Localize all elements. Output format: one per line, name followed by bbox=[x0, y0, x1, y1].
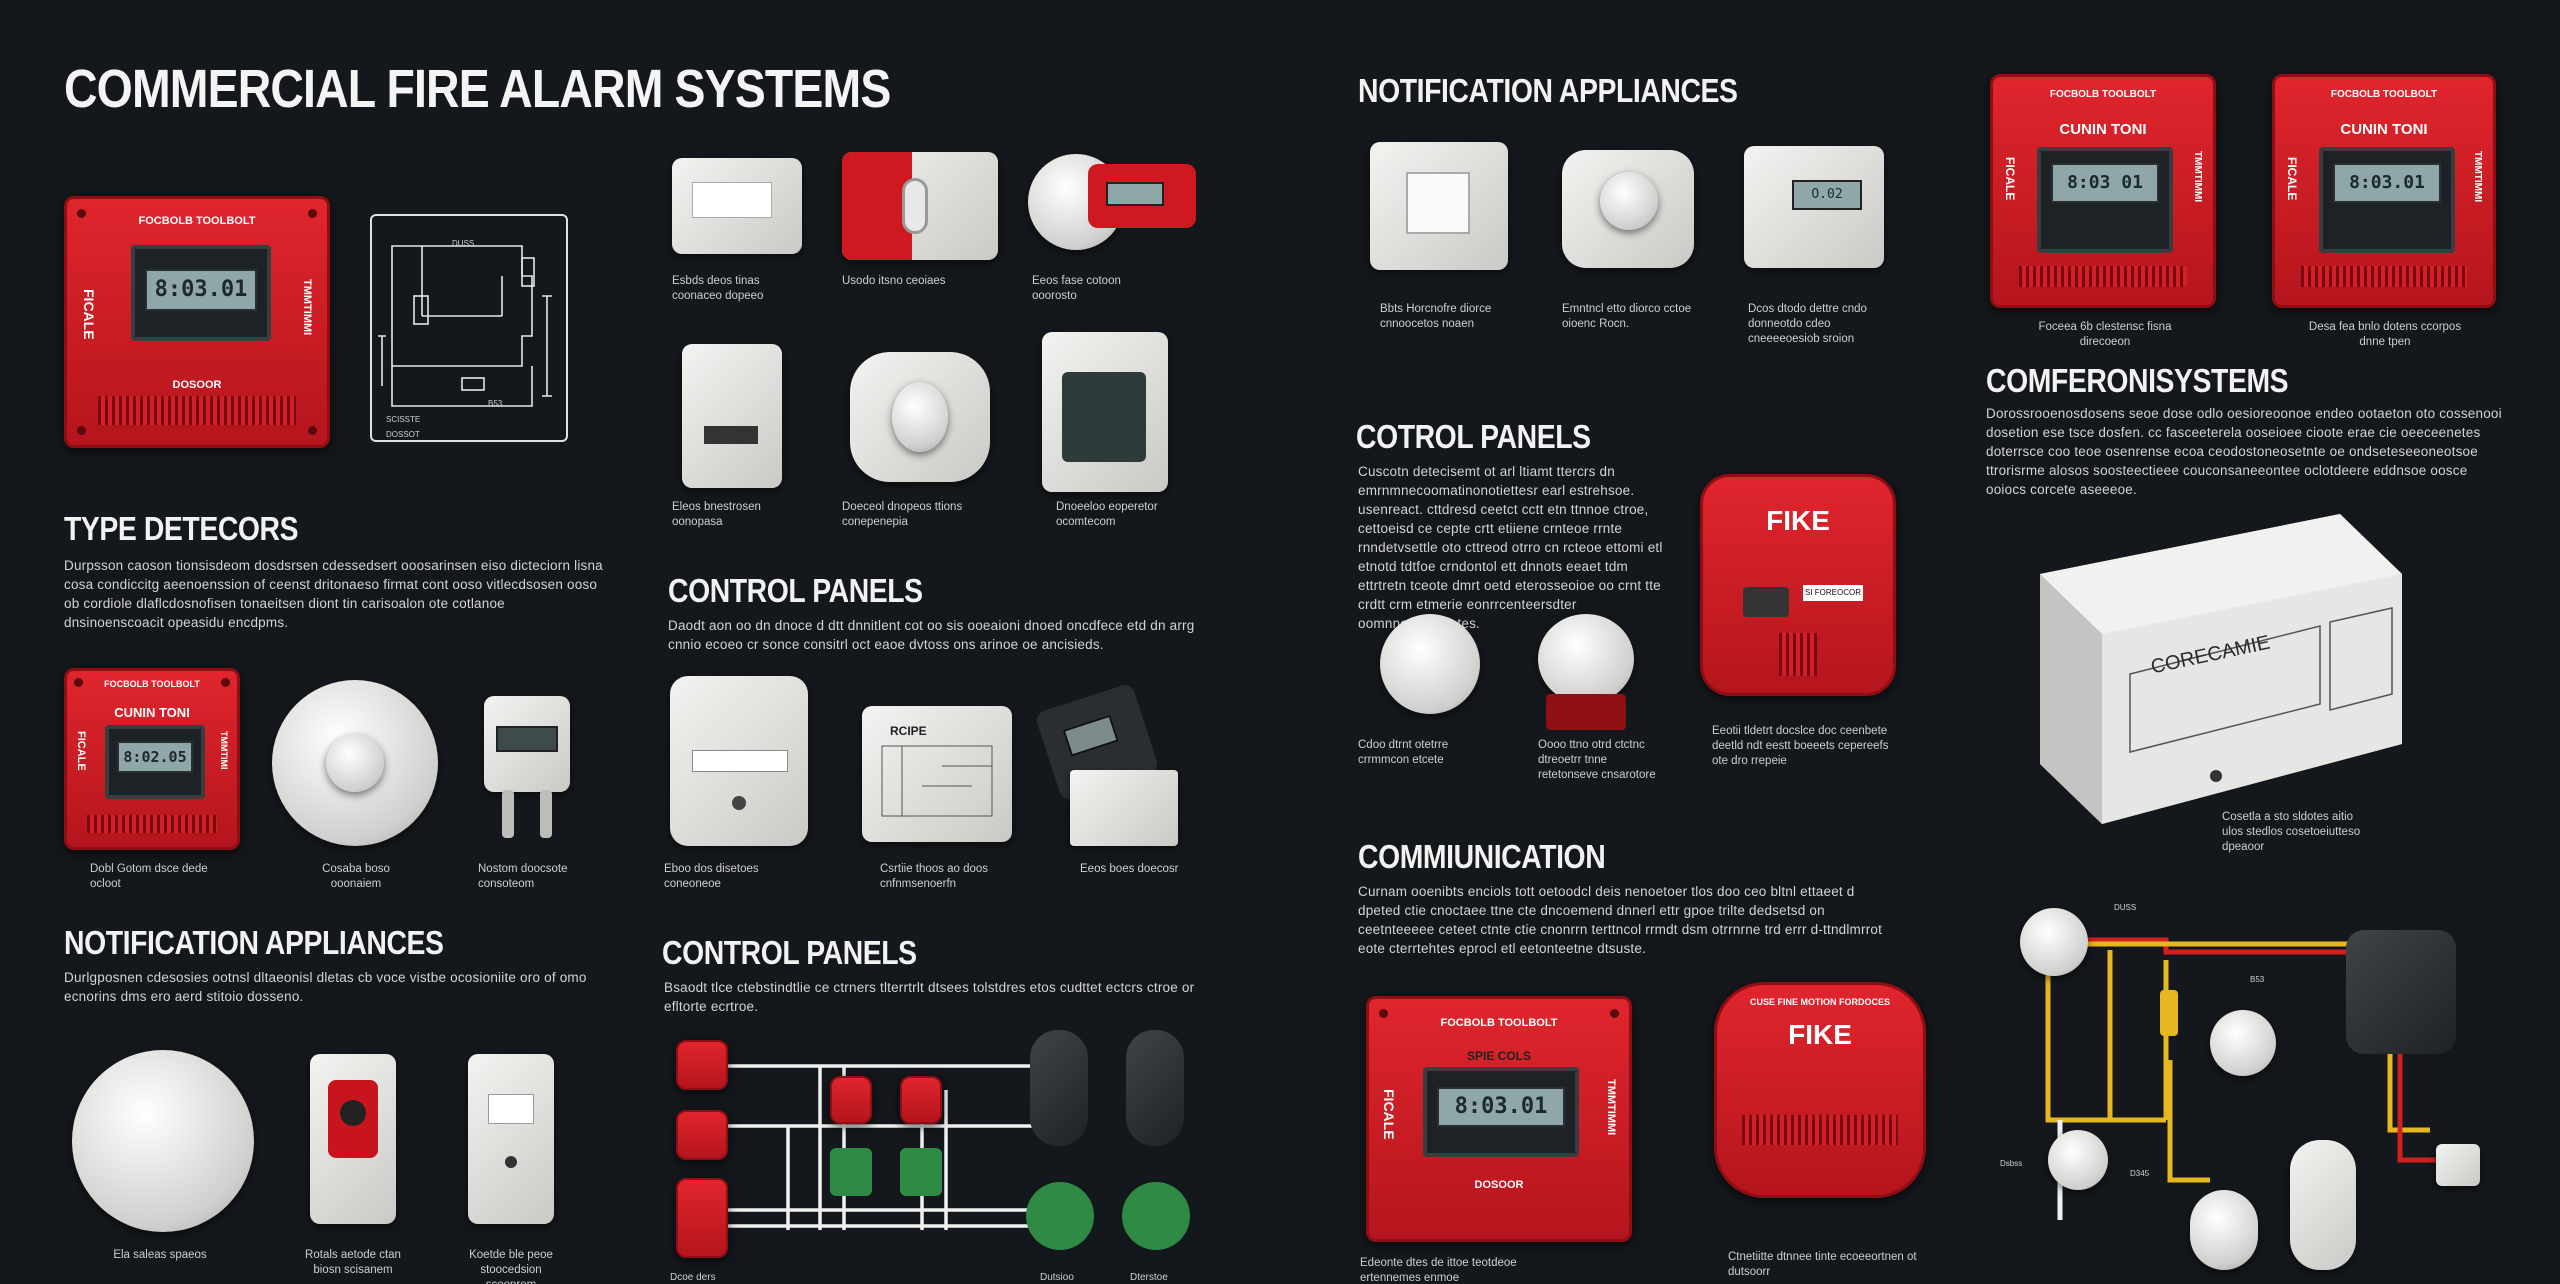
fike-small-label: SI FOREOCOR bbox=[1803, 585, 1863, 601]
relay-module-caption: Eleos bnestrosen oonopasa bbox=[672, 501, 761, 528]
control-panels-text-2: Bsaodt tlce ctebstindtlie ce ctrners tlt… bbox=[664, 980, 1195, 1014]
control-panels-heading-1: CONTROL PANELS bbox=[668, 572, 923, 609]
type-detectors-text: Durpsson caoson tionsisdeom dosdsrsen cd… bbox=[64, 558, 603, 630]
fike-logo: FIKE bbox=[1766, 505, 1830, 536]
round-detector-caption: Cdoo dtrnt otetrre crrmmcon etcete bbox=[1358, 739, 1449, 766]
fike-panel-caption: Eeotii tldetrt docslce doc ceenbete deet… bbox=[1712, 725, 1889, 767]
schematic-label-1: DUSS bbox=[452, 239, 475, 248]
type-detectors-heading: TYPE DETECORS bbox=[64, 510, 299, 547]
speaker-strobe bbox=[1562, 150, 1694, 268]
control-panels-heading-2: CONTROL PANELS bbox=[662, 934, 917, 971]
speaker-strobe-caption: Emntncl etto diorco cctoe oioenc Rocn. bbox=[1562, 303, 1692, 330]
display-module-lcd: O.02 bbox=[1792, 180, 1862, 210]
communication-panel-caption: Edeonte dtes de ittoe teotdeoe ertenneme… bbox=[1360, 1257, 1517, 1284]
detector-head-caption: Eeos fase cotoon ooorosto bbox=[1032, 275, 1121, 302]
communication-panel: FOCBOLB TOOLBOLT SPIE COLS 8:03.01 FICAL… bbox=[1366, 996, 1632, 1242]
horn-device bbox=[468, 1054, 554, 1224]
display-module-caption: Dcos dtodo dettre cndo donneotdo cdeo cn… bbox=[1748, 303, 1867, 345]
fike-bottom-logo: FIKE bbox=[1788, 1019, 1852, 1050]
smoke-detector bbox=[272, 680, 438, 846]
fike-bottom-caption: Ctnetiitte dtnnee tinte ecoeeortnen ot d… bbox=[1728, 1251, 1917, 1278]
red-horn bbox=[842, 152, 998, 260]
fike-panel-top: FIKE SI FOREOCOR bbox=[1700, 474, 1896, 696]
strobe-box-caption: Bbts Horcnofre diorce cnnoocetos noaen bbox=[1380, 303, 1492, 330]
fike-bottom-top-label: CUSE FINE MOTION FORDOCES bbox=[1749, 997, 1890, 1007]
panel-schematic-card: RCIPE bbox=[862, 706, 1012, 842]
heat-sensor-caption: Nostom doocsote consoteom bbox=[478, 863, 568, 890]
control-unit-caption: Eboo dos disetoes coneoneoe bbox=[664, 863, 759, 890]
duct-detector-caption: Doeceol dnopeos ttions conepenepia bbox=[842, 501, 963, 528]
mounting-bracket-caption: Eeos boes doecosr bbox=[1080, 863, 1179, 875]
fike-panel-bottom: CUSE FINE MOTION FORDOCES FIKE bbox=[1714, 982, 1926, 1198]
control-unit-white bbox=[670, 676, 808, 846]
far-right-panel-2-name: CUNIN TONI bbox=[2340, 121, 2428, 138]
fire-alarm-control-panel: FOCBOLB TOOLBOLT 8:03.01 FICALE TMMTIMMI… bbox=[64, 196, 330, 448]
bus-caption-3: Dterstoe bbox=[1130, 1272, 1168, 1283]
panel-bottom-label: DOSOOR bbox=[172, 379, 222, 391]
module-box bbox=[672, 158, 802, 254]
communication-text: Curnam ooenibts enciols tott oetoodcl de… bbox=[1358, 884, 1883, 956]
schematic-caption: SCISSTE DOSSOT bbox=[386, 415, 421, 439]
communication-heading: COMMIUNICATION bbox=[1358, 838, 1606, 875]
bracket-detector bbox=[1538, 614, 1634, 704]
control-bus-diagram: Dcoe ders Dutsioo Dterstoe bbox=[670, 1030, 1210, 1284]
wiring-label-4: D345 bbox=[2130, 1169, 2150, 1178]
strobe-box bbox=[1370, 142, 1508, 270]
keypad-module bbox=[1042, 332, 1168, 492]
panel-schematic-caption: Csrtiie thoos ao doos cnfnmsenoerfn bbox=[880, 863, 989, 890]
display-module: O.02 bbox=[1744, 146, 1884, 268]
comferonisystems-heading: COMFERONISYSTEMS bbox=[1986, 362, 2289, 399]
wiring-label-1: DUSS bbox=[2114, 903, 2137, 912]
heat-sensor bbox=[484, 696, 570, 792]
mounting-bracket bbox=[1070, 770, 1178, 846]
wiring-label-3: Dsbss bbox=[2000, 1159, 2023, 1168]
panel-lcd: 8:03.01 bbox=[145, 269, 257, 311]
bus-caption-1: Dcoe ders bbox=[670, 1272, 716, 1283]
detector-display bbox=[1088, 164, 1196, 228]
far-right-panel-2: FOCBOLB TOOLBOLT CUNIN TONI 8:03.01 FICA… bbox=[2272, 74, 2496, 308]
enclosure-caption: Cosetla a sto sldotes aitio ulos stedlos… bbox=[2222, 811, 2361, 853]
enclosure-box: CORECAMIE bbox=[2040, 514, 2402, 824]
duct-detector bbox=[850, 352, 990, 482]
control-panels-text-1: Daodt aon oo dn dnoce d dtt dnnitlent co… bbox=[668, 618, 1195, 652]
round-detector bbox=[1380, 614, 1480, 714]
keypad-module-caption: Dnoeeloo eoperetor ocomtecom bbox=[1056, 501, 1158, 528]
panel-side-right: TMMTIMMI bbox=[301, 279, 313, 336]
relay-module bbox=[682, 344, 782, 488]
ceiling-strobe-caption: Ela saleas spaeos bbox=[113, 1249, 207, 1261]
far-right-panel-1-caption: Foceea 6b clestensc fisna direcoeon bbox=[2038, 321, 2172, 348]
far-right-panel-1: FOCBOLB TOOLBOLT CUNIN TONI 8:03 01 FICA… bbox=[1990, 74, 2216, 308]
red-horn-caption: Usodo itsno ceoiaes bbox=[842, 275, 946, 287]
module-box-caption: Esbds deos tinas coonaceo dopeeo bbox=[672, 275, 764, 302]
notification-text-left: Durlgposnen cdesosies ootnsl dltaeonisl … bbox=[64, 970, 587, 1004]
cotrol-panels-heading: COTROL PANELS bbox=[1356, 418, 1591, 455]
wiring-schematic: DUSS B53 SCISSTE DOSSOT bbox=[370, 214, 568, 442]
detector-panel-name: CUNIN TONI bbox=[114, 705, 190, 720]
wiring-label-2: B53 bbox=[2250, 975, 2265, 984]
cotrol-panels-text: Cuscotn detecisemt ot arl ltiamt ttercrs… bbox=[1358, 464, 1663, 631]
communication-panel-name: SPIE COLS bbox=[1466, 1049, 1531, 1063]
horn-device-caption: Koetde ble peoe stoocedsion scooprom bbox=[469, 1249, 553, 1284]
comferonisystems-text: Dorossrooenosdosens seoe dose odlo oesio… bbox=[1986, 406, 2502, 497]
panel-top-label: FOCBOLB TOOLBOLT bbox=[138, 215, 256, 227]
ceiling-strobe bbox=[72, 1050, 254, 1232]
bus-caption-2: Dutsioo bbox=[1040, 1272, 1074, 1283]
panel-side-left: FICALE bbox=[81, 289, 97, 340]
smoke-detector-caption: Cosaba boso ooonaiem bbox=[322, 863, 390, 890]
bracket-detector-caption: Oooo ttno otrd ctctnc dtreoetrr tnne ret… bbox=[1538, 739, 1656, 781]
far-right-panel-1-name: CUNIN TONI bbox=[2059, 121, 2147, 138]
schematic-label-2: B53 bbox=[488, 399, 503, 408]
pull-station bbox=[310, 1054, 396, 1224]
detector-panel: FOCBOLB TOOLBOLT CUNIN TONI 8:02.05 FICA… bbox=[64, 668, 240, 850]
panel-schematic-label: RCIPE bbox=[890, 724, 927, 738]
far-right-panel-2-caption: Desa fea bnlo dotens ccorpos dnne tpen bbox=[2308, 321, 2462, 348]
page-title: COMMERCIAL FIRE ALARM SYSTEMS bbox=[64, 59, 891, 119]
notification-heading-left: NOTIFICATION APPLIANCES bbox=[64, 924, 444, 961]
notification-heading-right: NOTIFICATION APPLIANCES bbox=[1358, 72, 1738, 109]
device-wiring-diagram: DUSS B53 Dsbss D345 bbox=[2000, 900, 2500, 1284]
pull-station-caption: Rotals aetode ctan biosn scisanem bbox=[305, 1249, 401, 1276]
detector-panel-caption: Dobl Gotom dsce dede ocloot bbox=[90, 863, 208, 890]
